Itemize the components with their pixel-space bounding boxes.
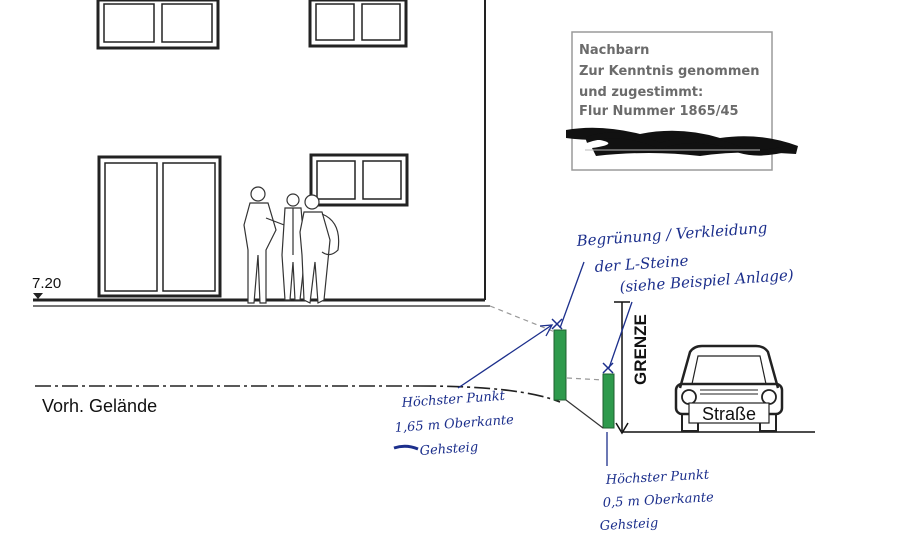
note-high-point-line2: 1,65 m Oberkante: [394, 413, 514, 436]
people-figures: [243, 186, 340, 304]
building-facade: [33, 0, 490, 307]
greening-pointer-line: [559, 261, 585, 329]
note-greening-line2: der L-Steine: [594, 251, 689, 276]
redacted-signature-stroke: [585, 132, 791, 156]
note-high-point-line3: Gehsteig: [419, 440, 478, 459]
terrain-dashed-line: [489, 305, 556, 333]
patio-door: [97, 155, 222, 298]
note-low-point-line2: 0,5 m Oberkante: [602, 490, 714, 511]
neighbor-note-line4: Flur Nummer 1865/45: [579, 104, 739, 119]
boundary-arrow-icon: [615, 422, 629, 435]
upper-window-left: [96, 0, 220, 50]
note-greening-line1: Begrünung / Verkleidung: [575, 219, 768, 250]
car-icon: [674, 344, 784, 432]
greening-pointer-line-2: [608, 301, 633, 369]
slope-between-walls: [565, 399, 604, 429]
note-low-point-line1: Höchster Punkt: [604, 468, 710, 488]
elevation-marker-icon: [33, 293, 43, 299]
terrain-dashed-line-2: [566, 377, 605, 381]
boundary-line: [614, 301, 630, 431]
neighbor-note-line3: und zugestimmt:: [579, 85, 703, 100]
l-stone-wall-high: [553, 329, 567, 401]
existing-ground-slope: [419, 385, 561, 403]
l-stone-wall-low: [602, 373, 615, 429]
neighbor-note-line1: Nachbarn: [579, 43, 649, 58]
low-point-marker-icon: [602, 362, 614, 374]
middle-window: [309, 153, 409, 207]
upper-window-right: [308, 0, 408, 48]
scribble-mark: [393, 444, 419, 451]
street-label: Straße: [702, 404, 756, 424]
elevation-label: 7.20: [32, 275, 61, 292]
high-point-pointer-line: [457, 324, 553, 389]
neighbor-note-line2: Zur Kenntnis genommen: [579, 64, 759, 79]
high-point-arrow-icon: [539, 324, 554, 337]
boundary-label: GRENZE: [631, 314, 650, 385]
note-high-point-line1: Höchster Punkt: [400, 389, 506, 411]
note-low-point-line3: Gehsteig: [599, 516, 658, 534]
ground-label: Vorh. Gelände: [42, 396, 157, 416]
